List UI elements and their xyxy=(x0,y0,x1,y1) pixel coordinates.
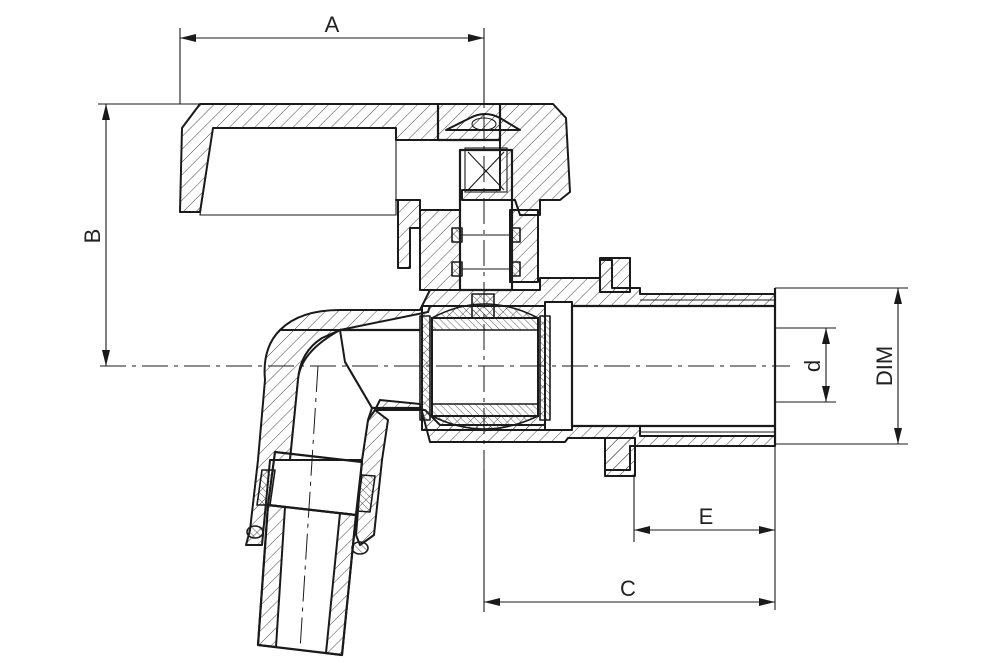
dimension-e: E xyxy=(633,446,776,610)
spout-centerline xyxy=(299,365,319,651)
valve-body xyxy=(279,257,777,477)
dimension-label-dim: DIM xyxy=(872,346,897,386)
dimension-b: B xyxy=(80,103,200,366)
dimension-d: d xyxy=(775,327,836,403)
ball-element xyxy=(419,303,551,431)
dimension-label-d: d xyxy=(800,360,825,372)
dimension-c: C xyxy=(483,470,775,612)
dimension-a: A xyxy=(179,12,485,104)
handle-lever xyxy=(179,103,571,269)
dimension-dim: DIM xyxy=(775,287,908,445)
dimension-label-e: E xyxy=(699,504,714,529)
spout-elbow xyxy=(245,328,389,657)
dimension-label-c: C xyxy=(620,576,636,601)
dimension-label-b: B xyxy=(80,229,105,244)
center-lines xyxy=(100,30,790,651)
dimension-label-a: A xyxy=(325,12,340,37)
